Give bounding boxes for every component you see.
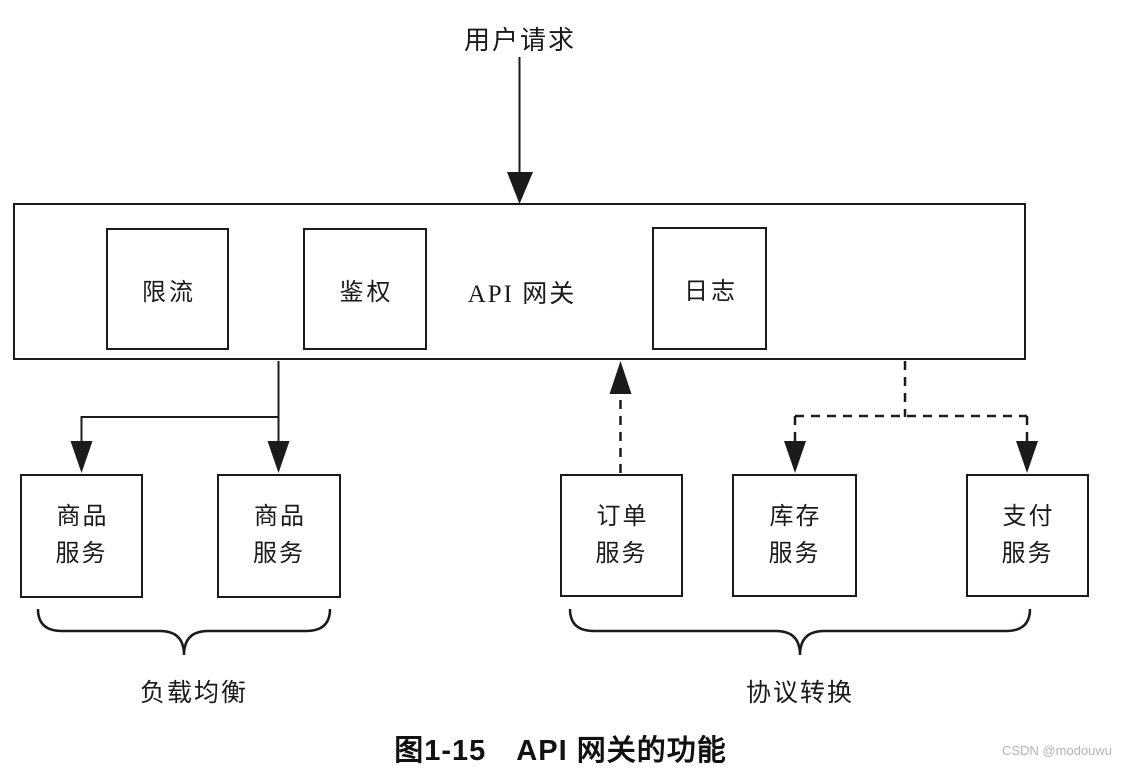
load-balance-connector <box>70 361 290 473</box>
service-order-label: 订单 服务 <box>595 503 649 567</box>
service-product-1-label: 商品 服务 <box>55 504 109 567</box>
protocol-convert-label: 协议转换 <box>745 680 854 707</box>
service-inventory-box: 库存 服务 <box>732 474 857 597</box>
arrowhead-up-icon <box>609 361 632 394</box>
user-request-label: 用户请求 <box>463 26 576 55</box>
load-balance-brace <box>36 608 332 656</box>
service-product-1-box: 商品 服务 <box>20 474 143 598</box>
order-service-dashed-arrow <box>609 361 632 473</box>
service-order-box: 订单 服务 <box>560 474 683 597</box>
api-gateway-label: API 网关 <box>467 281 577 308</box>
arrowhead-down-icon <box>70 441 93 473</box>
user-request-arrow <box>507 57 533 204</box>
arrowhead-down-icon <box>784 441 806 473</box>
service-product-2-label: 商品 服务 <box>253 504 306 567</box>
arrowhead-down-icon <box>1016 441 1038 473</box>
module-log-box: 日志 <box>652 227 767 350</box>
service-payment-box: 支付 服务 <box>966 474 1089 597</box>
arrowhead-down-icon <box>507 172 533 204</box>
watermark-text: CSDN @modouwu <box>1001 743 1112 758</box>
module-log-label: 日志 <box>684 279 738 305</box>
protocol-convert-brace <box>568 608 1032 656</box>
module-auth-label: 鉴权 <box>339 279 394 306</box>
service-inventory-label: 库存 服务 <box>768 503 822 567</box>
module-auth-box: 鉴权 <box>303 228 427 350</box>
module-rate-limit-label: 限流 <box>142 279 196 306</box>
service-payment-label: 支付 服务 <box>1001 503 1055 567</box>
protocol-convert-connector <box>784 361 1038 473</box>
service-product-2-box: 商品 服务 <box>217 474 341 598</box>
load-balance-label: 负载均衡 <box>139 680 248 707</box>
figure-caption: 图1-15 API 网关的功能 <box>394 735 727 767</box>
arrowhead-down-icon <box>267 441 290 473</box>
module-rate-limit-box: 限流 <box>106 228 229 350</box>
